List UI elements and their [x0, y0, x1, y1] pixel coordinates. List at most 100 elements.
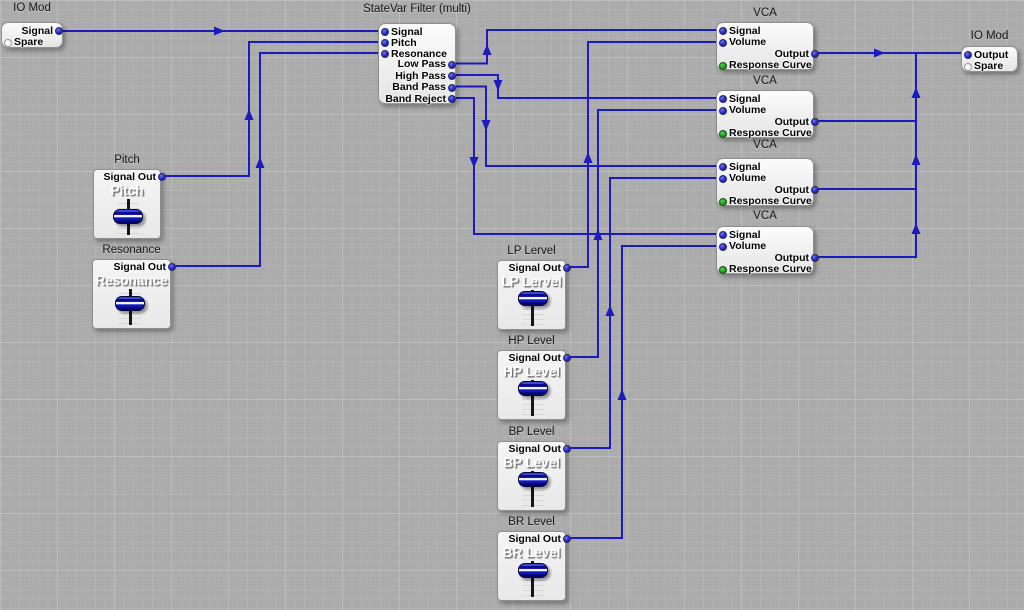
br-level-slider-handle[interactable]	[517, 563, 548, 578]
port-signal-input-dot[interactable]	[719, 231, 727, 239]
port-spare-label: Spare	[974, 60, 1004, 72]
port-signal-input-dot[interactable]	[381, 28, 389, 36]
wire-arrow	[911, 223, 921, 234]
port-low-pass-output-dot[interactable]	[448, 60, 456, 69]
bp-level-slider-handle[interactable]	[517, 471, 548, 487]
node-vca-1[interactable]: Signal Volume Output Response Curve	[716, 22, 819, 71]
node-vca-4[interactable]: Signal Volume Output Response Curve	[716, 226, 819, 275]
port-spare-dot[interactable]	[4, 38, 12, 47]
slider-track	[531, 380, 534, 416]
port-signal-out-dot[interactable]	[563, 264, 571, 272]
wire-vca4-output-to-output-bus[interactable]	[818, 190, 917, 258]
filter-output-high-pass-label: High Pass	[395, 69, 446, 82]
port-output-input-dot[interactable]	[964, 51, 972, 59]
wire-filter-low-pass-to-vca1-signal[interactable]	[452, 29, 720, 65]
port-volume-input-dot[interactable]	[719, 38, 727, 47]
pitch-module-label: Pitch	[110, 183, 144, 198]
filter-title: StateVar Filter (multi)	[363, 3, 471, 15]
wire-arrow	[482, 44, 492, 55]
port-signal-out-dot[interactable]	[563, 535, 571, 543]
node-statevar-filter[interactable]: Signal Pitch Resonance Low Pass High Pas…	[378, 23, 456, 104]
port-signal-out-dot[interactable]	[563, 445, 571, 453]
node-br-level-slider[interactable]: Signal Out BR Level	[497, 531, 571, 601]
vca-output-label: Output	[774, 183, 809, 196]
slider-track	[531, 561, 534, 597]
vca-output-label: Output	[774, 251, 809, 264]
resonance-slider-handle[interactable]	[115, 296, 145, 312]
filter-output-band-reject-label: Band Reject	[385, 92, 446, 105]
vca-response-curve-label: Response Curve	[729, 263, 812, 275]
resonance-title: Resonance	[102, 244, 161, 256]
br-level-module-label: BR Level	[502, 545, 561, 560]
wire-br-level-signal-out-to-vca4-volume[interactable]	[566, 245, 720, 539]
port-signal-input-dot[interactable]	[719, 163, 727, 171]
wire-arrow	[493, 80, 503, 91]
node-vca-3[interactable]: Signal Volume Output Response Curve	[716, 158, 819, 207]
filter-output-low-pass-label: Low Pass	[397, 58, 446, 70]
node-hp-level-slider[interactable]: Signal Out HP Level	[497, 350, 571, 420]
node-vca-2[interactable]: Signal Volume Output Response Curve	[716, 90, 819, 139]
port-response-curve-dot[interactable]	[719, 197, 727, 206]
signal-out-label: Signal Out	[113, 260, 167, 273]
port-band-pass-output-dot[interactable]	[448, 83, 456, 92]
port-signal-out-dot[interactable]	[158, 173, 166, 181]
vca-response-curve-label: Response Curve	[729, 59, 812, 71]
bp-level-module-label: BP Level	[503, 455, 560, 470]
port-output-dot[interactable]	[811, 50, 819, 58]
wire-vca2-output-to-output-bus[interactable]	[818, 54, 917, 122]
wire-filter-high-pass-to-vca2-signal[interactable]	[452, 74, 720, 99]
port-output-dot[interactable]	[811, 186, 819, 194]
wire-arrow	[911, 154, 921, 165]
wire-vca3-output-to-output-bus[interactable]	[818, 122, 917, 190]
wire-arrow	[481, 120, 491, 131]
wire-arrow	[244, 109, 254, 120]
port-volume-input-dot[interactable]	[719, 174, 727, 183]
filter-input-resonance-label: Resonance	[391, 47, 448, 60]
hp-level-slider-handle[interactable]	[517, 380, 548, 396]
wire-bp-level-signal-out-to-vca3-volume[interactable]	[566, 177, 720, 449]
port-output-dot[interactable]	[811, 254, 819, 262]
lp-level-slider-handle[interactable]	[517, 290, 548, 306]
port-high-pass-output-dot[interactable]	[448, 72, 456, 80]
node-bp-level-slider[interactable]: Signal Out BP Level	[497, 441, 571, 511]
port-pitch-input-dot[interactable]	[381, 39, 389, 47]
port-spare-label: Spare	[14, 36, 44, 48]
filter-input-signal-label: Signal	[391, 25, 423, 38]
node-io-mod-left[interactable]: Signal Spare	[1, 22, 63, 48]
vca3-title: VCA	[753, 139, 777, 151]
filter-output-band-pass-label: Band Pass	[392, 81, 446, 93]
wire-arrow	[605, 305, 615, 316]
node-pitch-slider[interactable]: Signal Out Pitch	[93, 169, 166, 239]
port-band-reject-output-dot[interactable]	[448, 95, 456, 103]
vca-volume-label: Volume	[729, 240, 767, 252]
node-resonance-slider[interactable]: Signal Out Resonance	[92, 259, 176, 329]
port-signal-output-dot[interactable]	[55, 27, 63, 35]
vca-volume-label: Volume	[729, 172, 767, 184]
port-signal-label: Signal	[21, 24, 53, 37]
vca-response-curve-label: Response Curve	[729, 195, 812, 207]
port-signal-out-dot[interactable]	[563, 354, 571, 362]
port-response-curve-dot[interactable]	[719, 129, 727, 138]
port-resonance-input-dot[interactable]	[381, 50, 389, 58]
pitch-slider-handle[interactable]	[113, 208, 143, 224]
node-io-mod-right[interactable]: Output Spare	[961, 46, 1018, 72]
port-response-curve-dot[interactable]	[719, 61, 727, 70]
port-output-dot[interactable]	[811, 118, 819, 126]
vca-signal-label: Signal	[729, 160, 761, 173]
port-signal-out-dot[interactable]	[168, 263, 176, 271]
port-volume-input-dot[interactable]	[719, 106, 727, 115]
port-response-curve-dot[interactable]	[719, 265, 727, 274]
signal-out-label: Signal Out	[103, 170, 157, 183]
port-spare-dot[interactable]	[964, 62, 972, 71]
wire-arrow	[583, 152, 593, 163]
io-mod-left-title: IO Mod	[13, 2, 51, 14]
node-lp-level-slider[interactable]: Signal Out LP Lervel	[497, 260, 571, 330]
vca-signal-label: Signal	[729, 24, 761, 37]
port-signal-input-dot[interactable]	[719, 27, 727, 35]
port-volume-input-dot[interactable]	[719, 242, 727, 251]
wire-resonance-signal-out-to-filter-resonance[interactable]	[170, 52, 384, 267]
wire-pitch-signal-out-to-filter-pitch[interactable]	[161, 41, 384, 177]
port-output-label: Output	[974, 48, 1009, 61]
port-signal-input-dot[interactable]	[719, 95, 727, 103]
